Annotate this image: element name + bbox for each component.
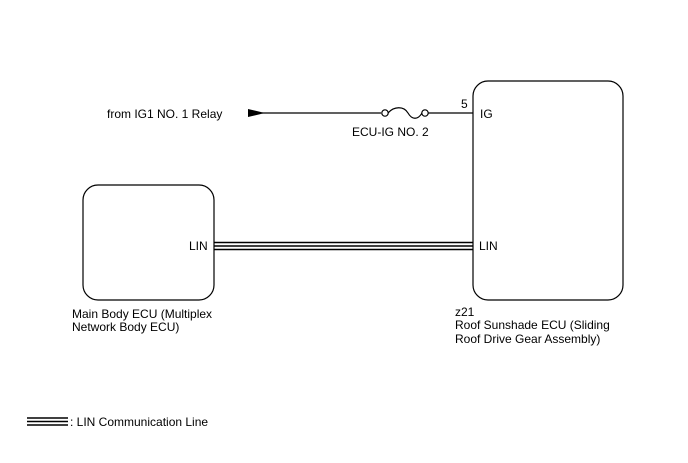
sunshade-ig-pin-label: IG: [480, 107, 493, 121]
main-ecu-lin-pin-label: LIN: [189, 239, 208, 253]
sunshade-connector-code: z21: [455, 305, 475, 319]
main-ecu-name-line-2: Network Body ECU): [72, 320, 179, 334]
sunshade-ecu-box: [472, 80, 624, 301]
legend-label: : LIN Communication Line: [70, 415, 208, 429]
main-ecu-name-line-1: Main Body ECU (Multiplex: [72, 307, 212, 321]
sunshade-ig-pin-number: 5: [461, 97, 468, 111]
fuse-terminal-left: [381, 109, 389, 117]
sunshade-ecu-name-line-2: Roof Drive Gear Assembly): [455, 332, 600, 346]
fuse-icon: [387, 107, 423, 119]
fuse-label: ECU-IG NO. 2: [352, 125, 429, 139]
fuse-terminal-right: [421, 109, 429, 117]
source-label: from IG1 NO. 1 Relay: [107, 107, 222, 121]
legend-lin-line-icon: [27, 417, 68, 426]
lin-communication-line: [214, 241, 473, 251]
sunshade-ecu-name-line-1: Roof Sunshade ECU (Sliding: [455, 318, 610, 332]
source-arrow-icon: [248, 109, 265, 117]
sunshade-lin-pin-label: LIN: [479, 239, 498, 253]
